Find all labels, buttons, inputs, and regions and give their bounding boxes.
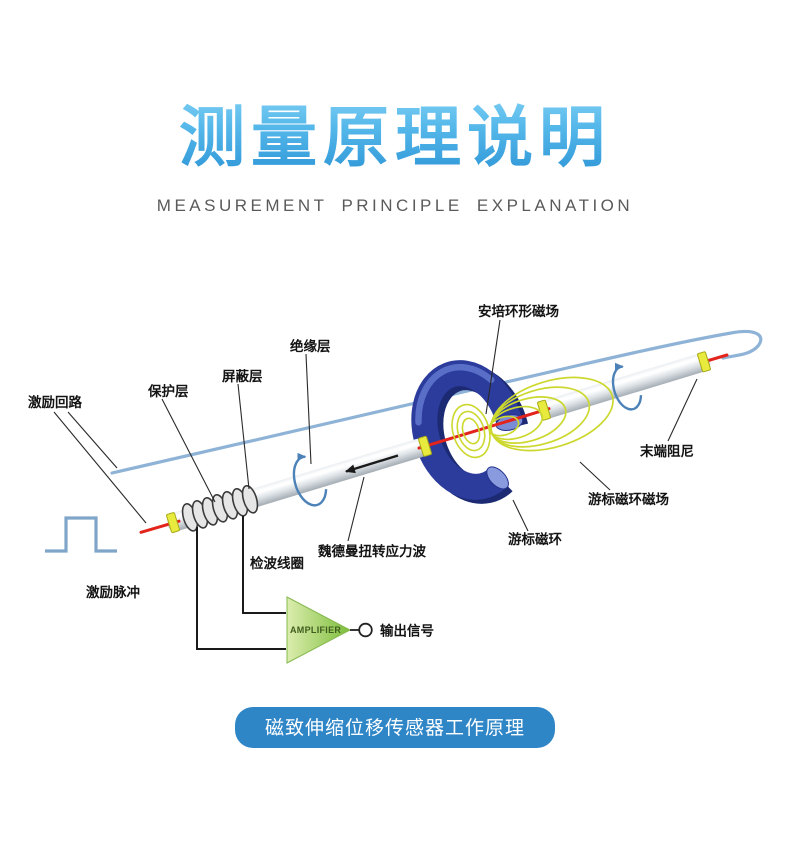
label-output-signal: 输出信号	[380, 623, 434, 639]
detection-coil	[181, 484, 259, 532]
leader-protective-layer	[161, 398, 216, 503]
leader-wiedemann-wave	[347, 476, 365, 542]
leader-excitation-circuit	[53, 411, 147, 524]
detection-wire	[242, 516, 286, 614]
label-insulation-layer: 绝缘层	[290, 338, 331, 354]
detection-wires	[196, 516, 286, 650]
label-ampere-ring-field: 安培环形磁场	[478, 303, 559, 319]
connector-band	[418, 435, 432, 457]
rod-highlight-right	[546, 356, 701, 406]
excitation-loop-wire	[110, 329, 763, 475]
label-cursor-ring: 游标磁环	[508, 531, 562, 547]
leader-ampere-field	[485, 319, 501, 415]
connector-bands	[166, 351, 711, 534]
leader-lines	[53, 319, 698, 542]
rotation-arrow-left	[292, 452, 328, 507]
principle-diagram: AMPLIFIER 输出信号 激励回路 保护层 屏蔽层 绝缘层 安培环形磁场 末…	[28, 303, 763, 664]
ampere-ring	[456, 410, 486, 452]
connector-band	[166, 512, 180, 534]
output-node-circle	[358, 622, 373, 638]
footer-caption: 磁致伸缩位移传感器工作原理	[234, 707, 556, 748]
label-protective-layer: 保护层	[147, 383, 189, 399]
amplifier-block: AMPLIFIER 输出信号	[286, 596, 434, 664]
wave-direction-arrow	[345, 454, 399, 474]
rotation-arrow-right	[611, 362, 643, 411]
leader-end-damping	[667, 378, 698, 442]
leader-excitation-circuit	[67, 411, 118, 469]
ring-cut-face-bottom	[486, 466, 509, 490]
ampere-ring	[451, 403, 491, 459]
rod-right-segment	[539, 353, 711, 419]
page-subtitle: MEASUREMENT PRINCIPLE EXPLANATION	[156, 196, 634, 215]
leader-cursor-ring	[512, 499, 529, 532]
diagram-labels: 激励回路 保护层 屏蔽层 绝缘层 安培环形磁场 末端阻尼 游标磁环磁场 游标磁环…	[28, 303, 694, 600]
leader-shielding-layer	[237, 383, 250, 490]
field-line	[490, 376, 614, 452]
page-title: 测量原理说明	[0, 84, 790, 180]
ampere-field-lines	[451, 403, 491, 459]
coil-loop	[241, 484, 259, 514]
connector-band	[697, 351, 711, 373]
amplifier-triangle	[286, 596, 352, 664]
ring-highlight	[415, 363, 495, 426]
ampere-ring	[461, 417, 481, 445]
label-wiedemann-wave: 魏德曼扭转应力波	[317, 543, 426, 559]
label-detection-coil: 检波线圈	[250, 555, 304, 571]
ring-body	[411, 360, 523, 500]
excitation-pulse-waveform	[45, 516, 117, 553]
label-end-damping: 末端阻尼	[640, 443, 694, 459]
detection-wire	[196, 527, 286, 650]
leader-cursor-ring-field	[579, 461, 611, 491]
label-cursor-ring-field: 游标磁环磁场	[588, 491, 669, 507]
leader-insulation-layer	[305, 353, 312, 465]
amplifier-label: AMPLIFIER	[290, 625, 341, 635]
label-excitation-pulse: 激励脉冲	[86, 584, 140, 600]
cursor-magnet-ring	[411, 360, 529, 504]
label-excitation-circuit: 激励回路	[28, 394, 82, 410]
label-shielding-layer: 屏蔽层	[222, 368, 263, 384]
